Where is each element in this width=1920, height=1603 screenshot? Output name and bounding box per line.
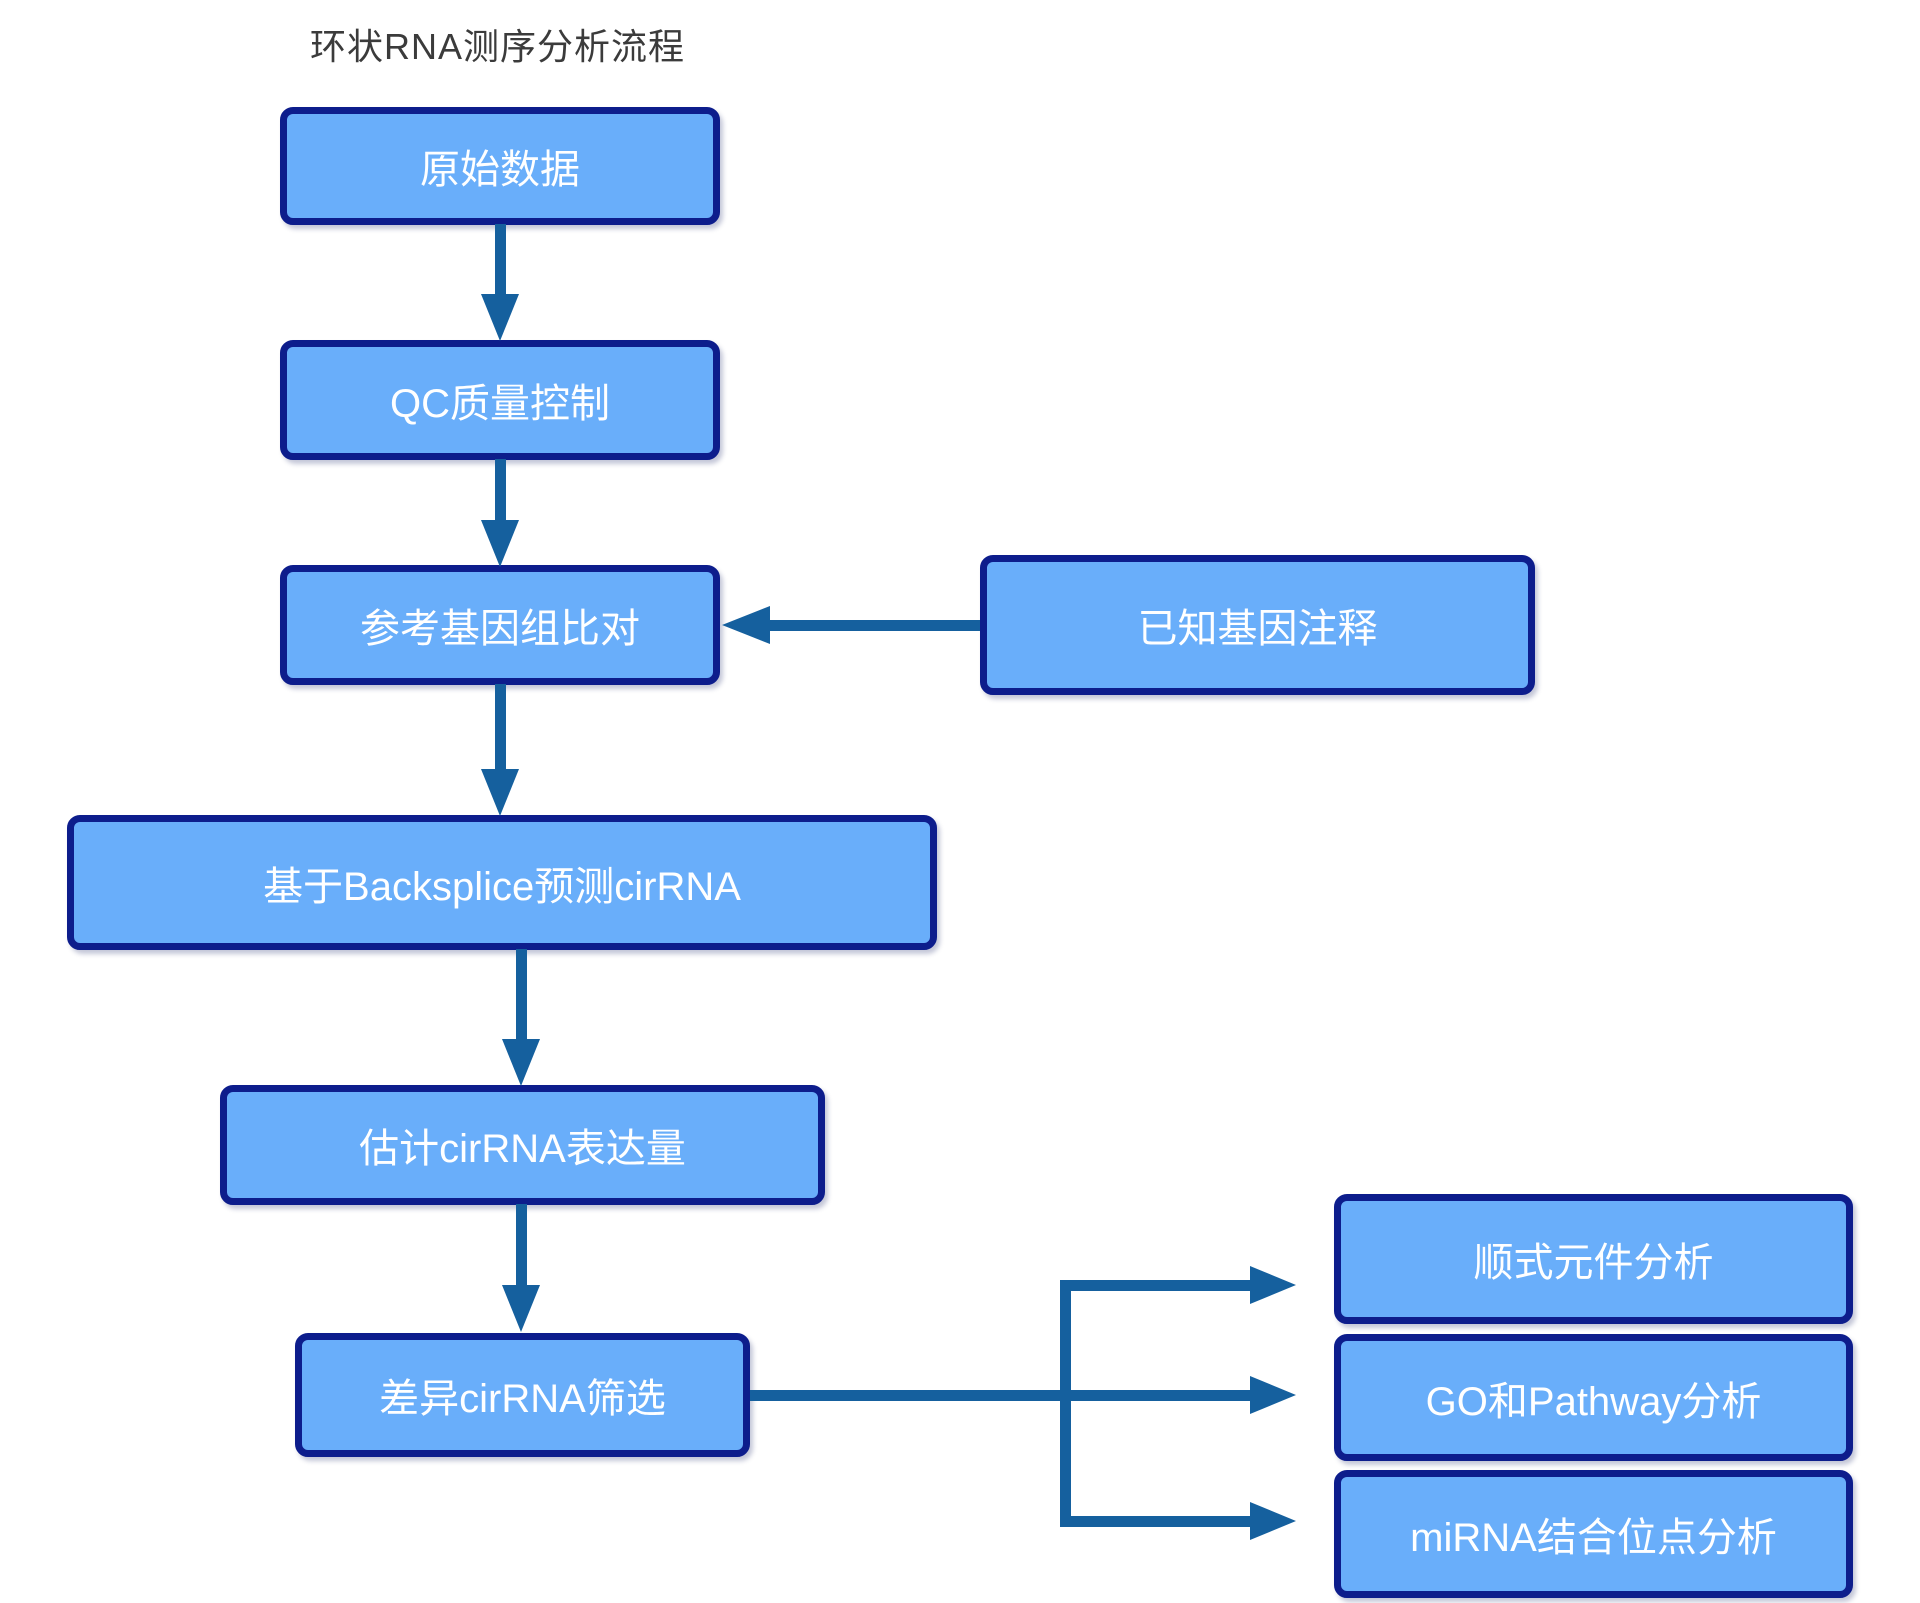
node-label-raw-data: 原始数据 xyxy=(420,148,580,192)
flow-node-cis-element-analysis: 顺式元件分析 xyxy=(1334,1194,1853,1324)
arrow-right-icon xyxy=(1250,1502,1296,1540)
node-label-mirna: miRNA结合位点分析 xyxy=(1410,1516,1777,1560)
flow-node-known-gene-annotation: 已知基因注释 xyxy=(980,555,1535,695)
arrow-raw-to-qc-shaft xyxy=(495,224,506,296)
node-label-annotation: 已知基因注释 xyxy=(1137,607,1378,651)
node-label-go-pathway: GO和Pathway分析 xyxy=(1425,1379,1762,1424)
arrow-align-to-backsplice-shaft xyxy=(495,684,506,771)
flow-node-backsplice-prediction: 基于Backsplice预测cirRNA xyxy=(67,815,937,950)
arrow-right-icon xyxy=(1250,1266,1296,1304)
node-label-qc: QC质量控制 xyxy=(390,382,610,426)
arrow-down-icon xyxy=(502,1039,540,1086)
flow-node-qc-quality-control: QC质量控制 xyxy=(280,340,720,460)
diagram-title: 环状RNA测序分析流程 xyxy=(310,26,686,67)
arrow-backsplice-to-expression-shaft xyxy=(516,949,527,1041)
arrow-down-icon xyxy=(481,294,519,341)
arrow-qc-to-align-shaft xyxy=(495,459,506,522)
flow-node-raw-data: 原始数据 xyxy=(280,107,720,225)
arrow-down-icon xyxy=(481,769,519,816)
arrow-expression-to-diff-shaft xyxy=(516,1204,527,1287)
branch-main-shaft xyxy=(750,1390,1250,1401)
node-label-diff: 差异cirRNA筛选 xyxy=(379,1377,666,1421)
flow-node-reference-genome-alignment: 参考基因组比对 xyxy=(280,565,720,685)
node-label-cis: 顺式元件分析 xyxy=(1473,1241,1714,1285)
branch-top-shaft xyxy=(1066,1280,1250,1291)
node-label-expression: 估计cirRNA表达量 xyxy=(359,1127,686,1171)
arrow-down-icon xyxy=(502,1285,540,1332)
flow-node-mirna-binding-site-analysis: miRNA结合位点分析 xyxy=(1334,1470,1853,1598)
node-label-backsplice: 基于Backsplice预测cirRNA xyxy=(263,864,741,909)
node-label-align: 参考基因组比对 xyxy=(360,607,640,651)
flow-node-differential-screening: 差异cirRNA筛选 xyxy=(295,1333,750,1457)
flow-node-go-pathway-analysis: GO和Pathway分析 xyxy=(1334,1334,1853,1461)
arrow-annotation-to-align-shaft xyxy=(770,620,980,631)
arrow-right-icon xyxy=(1250,1376,1296,1414)
branch-bottom-shaft xyxy=(1066,1516,1250,1527)
flow-node-expression-estimation: 估计cirRNA表达量 xyxy=(220,1085,825,1205)
branch-vertical-shaft xyxy=(1060,1280,1071,1527)
arrow-left-icon xyxy=(722,606,770,644)
arrow-down-icon xyxy=(481,520,519,567)
